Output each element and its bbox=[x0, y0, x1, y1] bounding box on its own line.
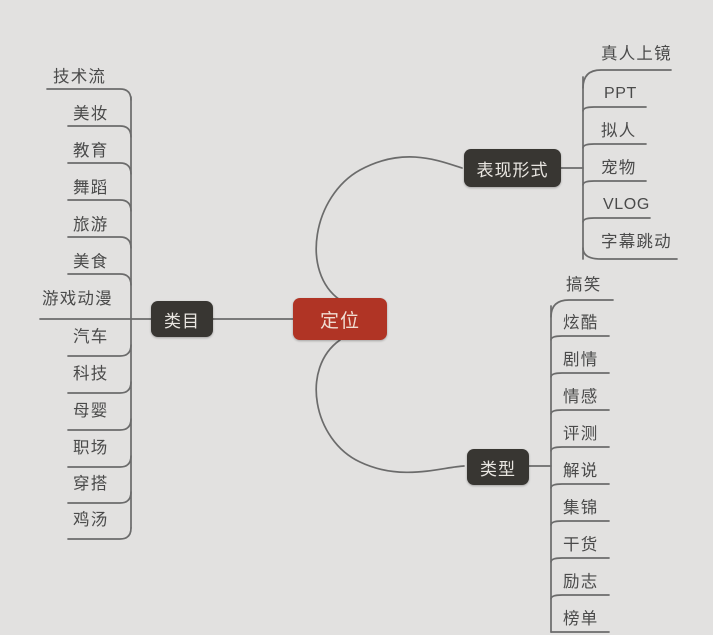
leaf-jijin[interactable]: 集锦 bbox=[563, 499, 599, 517]
leaf-pingce[interactable]: 评测 bbox=[563, 425, 599, 443]
leaf-chongwu[interactable]: 宠物 bbox=[601, 159, 637, 177]
leaf-ppt[interactable]: PPT bbox=[604, 85, 637, 102]
underline-qiche bbox=[67, 344, 132, 357]
underline-jishuliu bbox=[46, 88, 132, 101]
underline-meizhuang bbox=[67, 125, 132, 138]
leaf-ganhuo[interactable]: 干货 bbox=[563, 536, 599, 554]
leaf-zhichang[interactable]: 职场 bbox=[73, 439, 109, 457]
leaf-wudao[interactable]: 舞蹈 bbox=[73, 179, 109, 197]
branch-node-leixing[interactable]: 类型 bbox=[467, 449, 529, 485]
underline-jijin bbox=[550, 520, 610, 526]
underline-niren bbox=[582, 143, 647, 149]
leaf-bangdan[interactable]: 榜单 bbox=[563, 610, 599, 628]
underline-vlog bbox=[582, 217, 651, 223]
underline-qinggan bbox=[550, 409, 610, 415]
underline-xuanku bbox=[550, 335, 610, 341]
leaf-muying[interactable]: 母婴 bbox=[73, 402, 109, 420]
underline-chuanda bbox=[67, 491, 132, 504]
underline-lizhi bbox=[550, 594, 610, 600]
leaf-qinggan[interactable]: 情感 bbox=[563, 388, 599, 406]
leaf-lizhi[interactable]: 励志 bbox=[563, 573, 599, 591]
leaf-keji[interactable]: 科技 bbox=[73, 365, 109, 383]
leaf-niren[interactable]: 拟人 bbox=[601, 122, 637, 140]
leaf-chuanda[interactable]: 穿搭 bbox=[73, 475, 109, 493]
leaf-zimutiaodong[interactable]: 字幕跳动 bbox=[601, 233, 672, 251]
leaf-vlog[interactable]: VLOG bbox=[603, 196, 650, 213]
leaf-jishuliu[interactable]: 技术流 bbox=[53, 68, 107, 86]
leaf-meishi[interactable]: 美食 bbox=[73, 253, 109, 271]
leaf-qiche[interactable]: 汽车 bbox=[73, 328, 109, 346]
leaf-gaoxiao[interactable]: 搞笑 bbox=[566, 276, 602, 294]
leaf-jieshuo[interactable]: 解说 bbox=[563, 462, 599, 480]
leaf-xuanku[interactable]: 炫酷 bbox=[563, 314, 599, 332]
underline-jieshuo bbox=[550, 483, 610, 489]
branch-node-leixing-label: 类型 bbox=[480, 459, 516, 479]
arc-root-to-biaoxianxingshi bbox=[315, 156, 463, 301]
leaf-youxidongman[interactable]: 游戏动漫 bbox=[42, 290, 113, 308]
branch-node-biaoxianxingshi[interactable]: 表现形式 bbox=[464, 149, 561, 187]
underline-ganhuo bbox=[550, 557, 610, 563]
underline-juqing bbox=[550, 372, 610, 378]
leaf-jiaoyu[interactable]: 教育 bbox=[73, 142, 109, 160]
underline-wudao bbox=[67, 199, 132, 212]
underline-ppt bbox=[582, 106, 647, 112]
underline-chongwu bbox=[582, 180, 647, 186]
branch-node-biaoxianxingshi-label: 表现形式 bbox=[476, 160, 549, 180]
leaf-zhenrenshangjing[interactable]: 真人上镜 bbox=[601, 45, 672, 63]
underline-muying bbox=[67, 418, 132, 431]
underline-pingce bbox=[550, 446, 610, 452]
root-node-dingwei[interactable]: 定位 bbox=[293, 298, 387, 340]
branch-node-leimu[interactable]: 类目 bbox=[151, 301, 213, 337]
underline-lvyou bbox=[67, 236, 132, 249]
leaf-lvyou[interactable]: 旅游 bbox=[73, 216, 109, 234]
underline-meishi bbox=[67, 273, 132, 286]
underline-keji bbox=[67, 381, 132, 394]
branch-node-leimu-label: 类目 bbox=[164, 311, 200, 331]
underline-zhichang bbox=[67, 455, 132, 468]
arc-root-to-leixing bbox=[315, 339, 465, 474]
underline-jitang bbox=[67, 527, 132, 540]
root-node-label: 定位 bbox=[319, 310, 360, 332]
leaf-meizhuang[interactable]: 美妆 bbox=[73, 105, 109, 123]
leaf-juqing[interactable]: 剧情 bbox=[563, 351, 599, 369]
underline-jiaoyu bbox=[67, 162, 132, 175]
leaf-jitang[interactable]: 鸡汤 bbox=[73, 511, 109, 529]
